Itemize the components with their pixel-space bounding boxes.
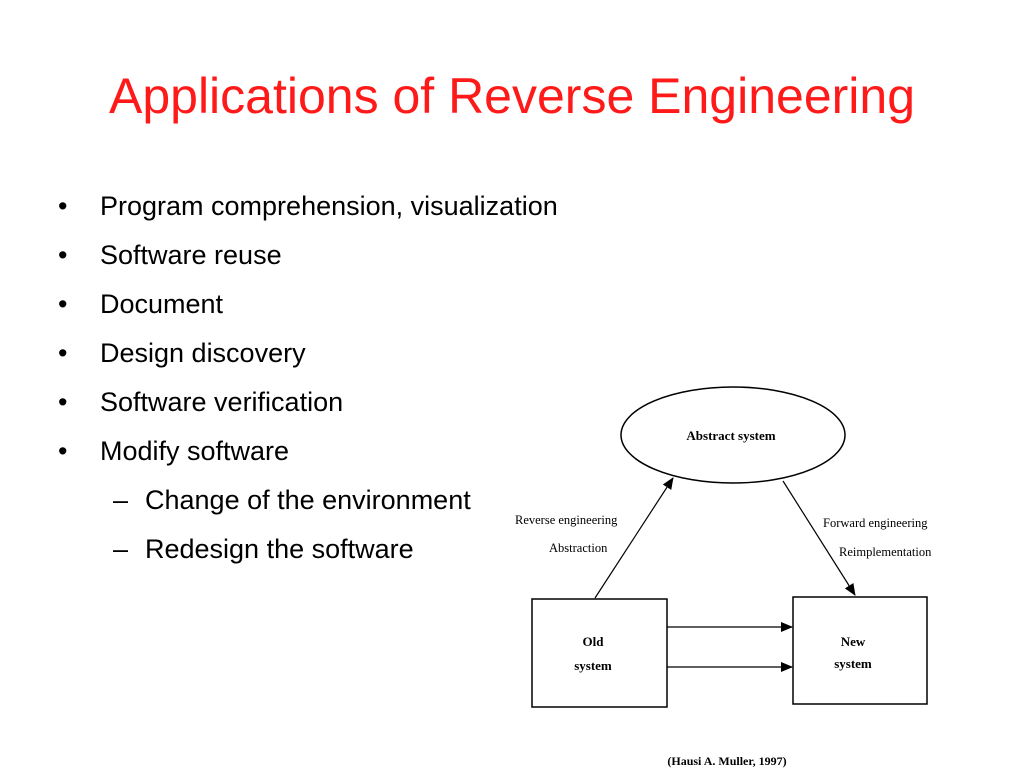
sub-bullet-item: – Change of the environment: [58, 476, 558, 525]
reverse-engineering-arrow: [594, 477, 674, 599]
bullet-text: Document: [100, 289, 224, 319]
reverse-engineering-label: Reverse engineering: [515, 513, 618, 527]
slide-title: Applications of Reverse Engineering: [108, 68, 916, 124]
forward-engineering-label: Forward engineering: [823, 516, 928, 530]
abstract-system-node: [620, 386, 846, 484]
bullet-marker: •: [58, 338, 68, 368]
abstract-system-label: Abstract system: [686, 428, 775, 443]
new-system-node: [792, 596, 928, 705]
old-system-label-line2: system: [574, 658, 612, 673]
bullet-item: • Program comprehension, visualization: [58, 182, 558, 231]
bullet-marker: •: [58, 289, 68, 319]
new-system-label-line1: New: [841, 634, 866, 649]
citation: (Hausi A. Muller, 1997): [667, 754, 786, 768]
reimplementation-label: Reimplementation: [839, 545, 932, 559]
old-system-label-line1: Old: [583, 634, 605, 649]
bullet-item: • Document: [58, 280, 558, 329]
abstraction-label: Abstraction: [549, 541, 608, 555]
bullet-item: • Modify software: [58, 427, 558, 476]
reverse-engineering-diagram: Abstract system Reverse engineering Abst…: [515, 386, 932, 768]
bullet-list: • Program comprehension, visualization •…: [58, 182, 558, 574]
bullet-marker: •: [58, 191, 68, 221]
bullet-item: • Software verification: [58, 378, 558, 427]
bullet-marker: •: [58, 387, 68, 417]
sub-bullet-text: Change of the environment: [145, 485, 471, 515]
sub-bullet-text: Redesign the software: [145, 534, 414, 564]
old-system-node: [531, 598, 668, 708]
bullet-text: Software verification: [100, 387, 344, 417]
forward-engineering-arrow: [782, 480, 856, 596]
bullet-text: Design discovery: [100, 338, 306, 368]
bullet-marker: •: [58, 436, 68, 466]
bullet-marker: •: [58, 240, 68, 270]
sub-bullet-marker: –: [113, 485, 129, 515]
sub-bullet-marker: –: [113, 534, 129, 564]
bullet-item: • Software reuse: [58, 231, 558, 280]
bullet-item: • Design discovery: [58, 329, 558, 378]
bullet-text: Software reuse: [100, 240, 282, 270]
bullet-text: Modify software: [100, 436, 290, 466]
bullet-text: Program comprehension, visualization: [100, 191, 558, 221]
sub-bullet-item: – Redesign the software: [58, 525, 558, 574]
new-system-label-line2: system: [834, 656, 872, 671]
